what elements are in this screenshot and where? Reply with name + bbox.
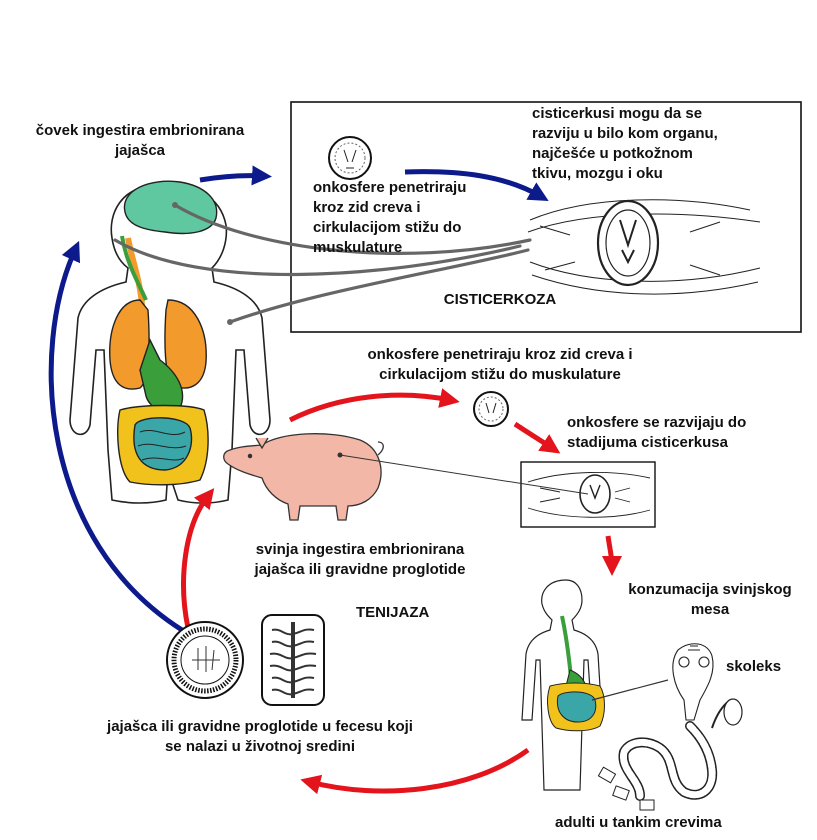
arrow-pig-to-oncosphere xyxy=(290,395,450,420)
arrow-human-to-box xyxy=(200,176,262,180)
arrow-oncosphere-to-cyst-pig xyxy=(515,424,552,448)
label-cysticercosis: CISTICERKOZA xyxy=(410,290,590,310)
scolex-image xyxy=(673,644,713,720)
human-small-intestine xyxy=(134,418,192,470)
label-adults: adulti u tankim crevima xyxy=(555,813,775,833)
human-brain xyxy=(124,181,216,233)
oncosphere-pig-image xyxy=(474,392,508,426)
pig-image xyxy=(224,434,384,520)
label-scolex: skoleks xyxy=(726,657,806,677)
small-human-leader xyxy=(592,680,668,700)
arrow-cyst-to-adult xyxy=(608,536,612,566)
arrow-eggs-to-pig xyxy=(184,496,208,628)
cysticercus-tissue-image xyxy=(528,200,760,294)
proglottid-image xyxy=(262,615,324,705)
egg-image xyxy=(167,622,243,698)
label-taeniasis: TENIJAZA xyxy=(356,603,456,623)
label-eggs-feces: jajašca ili gravidne proglotide u fecesu… xyxy=(70,717,450,757)
oncosphere-box-image xyxy=(329,137,371,179)
worm-magnifier xyxy=(724,699,742,725)
